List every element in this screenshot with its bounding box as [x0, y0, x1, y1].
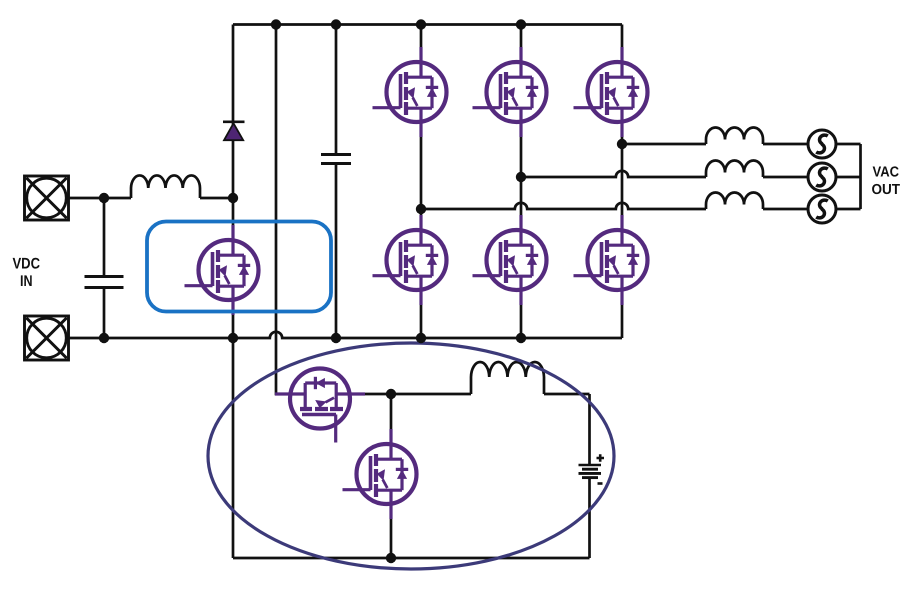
svg-text:VAC: VAC: [872, 165, 899, 181]
svg-text:VDC: VDC: [12, 256, 40, 273]
svg-text:OUT: OUT: [871, 182, 900, 198]
svg-text:IN: IN: [20, 273, 33, 290]
